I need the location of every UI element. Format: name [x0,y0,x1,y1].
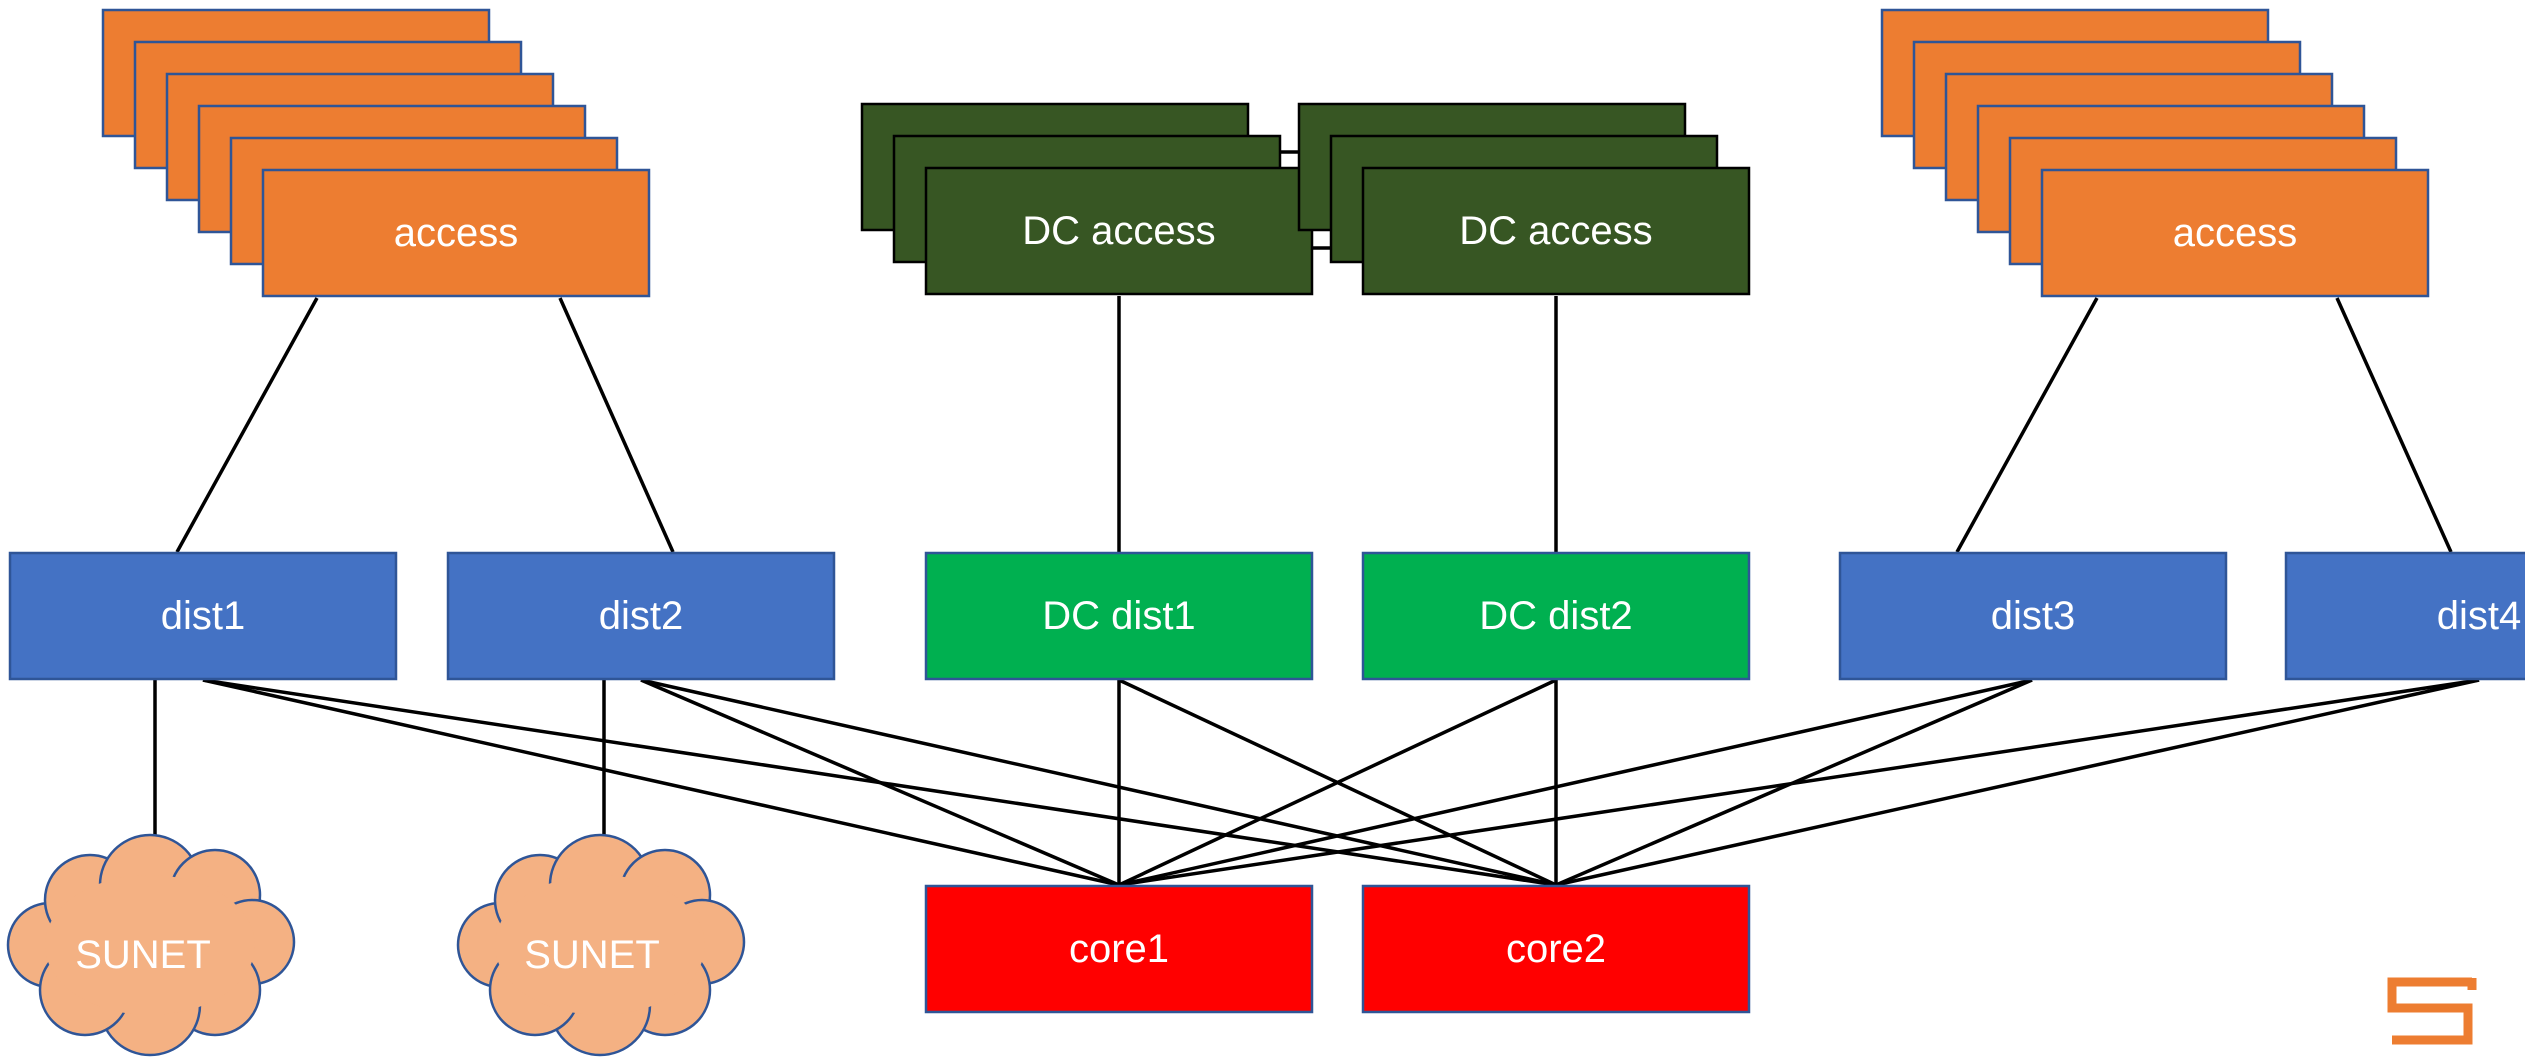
link-dist3-core1 [1118,678,2033,887]
dc-access-node-label: DC access [1022,209,1215,253]
link-dist4-core1 [1118,678,2480,887]
dist1-label: dist1 [161,594,246,638]
sunet-1-label: SUNET [75,933,211,977]
core2-node[interactable]: core2 [1361,884,1751,1014]
sunet-2-label: SUNET [524,933,660,977]
link-dist4-core2 [1555,678,2480,887]
link-access-left-dist2 [558,297,675,553]
core2-label: core2 [1506,927,1606,971]
access-node-label: access [2173,211,2298,255]
dc-dist2-label: DC dist2 [1479,594,1632,638]
link-dc-dist2-core1 [1118,678,1557,887]
cloud-icon [456,833,746,1057]
access-node-box [2040,168,2430,298]
dc-dist2-node[interactable]: DC dist2 [1361,551,1751,681]
dc-access-node-box [924,166,1314,296]
dc-dist1-box [924,551,1314,681]
dist2-node[interactable]: dist2 [446,551,836,681]
dist3-node[interactable]: dist3 [1838,551,2228,681]
dist4-box [2284,551,2525,681]
dist3-box [1838,551,2228,681]
sunet-cloud-1[interactable]: SUNET [6,833,296,1057]
cloud-icon [6,833,296,1057]
dc-dist1-label: DC dist1 [1042,594,1195,638]
dist1-node[interactable]: dist1 [8,551,398,681]
core2-box [1361,884,1751,1014]
dc-access-node-1[interactable]: DC access [924,166,1314,296]
dist2-box [446,551,836,681]
dist4-label: dist4 [2437,594,2522,638]
link-access-right-dist3 [1955,297,2099,553]
core1-label: core1 [1069,927,1169,971]
access-stack-right: access [1880,8,2430,298]
dist1-box [8,551,398,681]
core1-node[interactable]: core1 [924,884,1314,1014]
dc-dist1-node[interactable]: DC dist1 [924,551,1314,681]
access-node-right[interactable]: access [2040,168,2430,298]
access-node-box [261,168,651,298]
dc-access-node-box [1361,166,1751,296]
link-access-right-dist4 [2335,297,2453,553]
link-dist2-core1 [640,678,1120,887]
link-dist2-core2 [640,678,1557,887]
dc-dist2-box [1361,551,1751,681]
access-node-left[interactable]: access [261,168,651,298]
access-node-label: access [394,211,519,255]
link-dist1-core1 [202,678,1120,887]
dist4-node[interactable]: dist4 [2284,551,2525,681]
sunet-cloud-2[interactable]: SUNET [456,833,746,1057]
dc-access-node-2[interactable]: DC access [1361,166,1751,296]
link-access-left-dist1 [175,297,319,553]
core1-box [924,884,1314,1014]
dist3-label: dist3 [1991,594,2076,638]
access-stack-left: access [101,8,651,298]
links-layer [153,150,2480,887]
dc-access-node-label: DC access [1459,209,1652,253]
company-logo-icon [2387,977,2477,1045]
dc-access-stack-1: DC access [860,102,1314,296]
dc-access-stack-2: DC access [1297,102,1751,296]
dist2-label: dist2 [599,594,684,638]
